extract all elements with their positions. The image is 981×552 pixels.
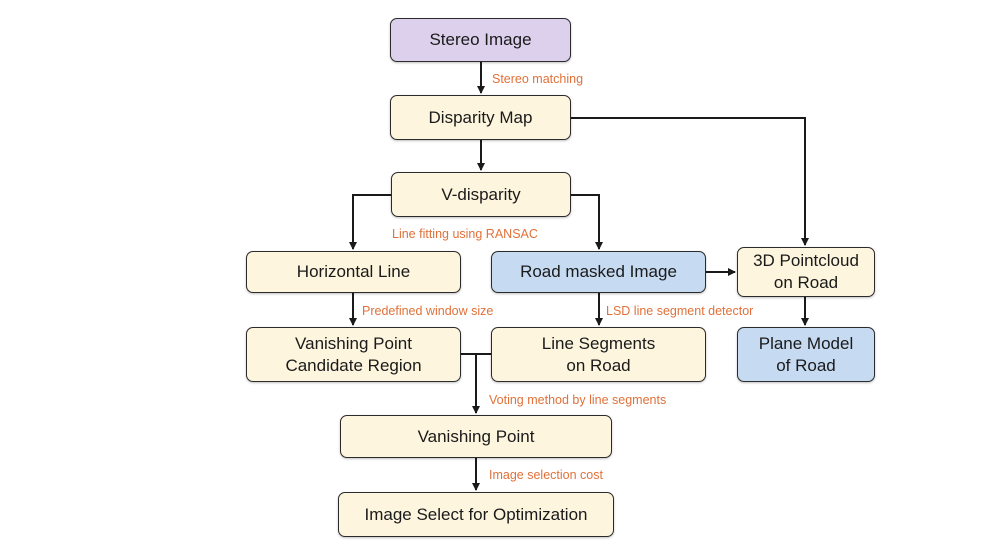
image-selection-cost-label: Image selection cost [489, 468, 603, 482]
vanishing-point-candidate-region-node: Vanishing Point Candidate Region [246, 327, 461, 382]
edge-disparity-to-pointcloud [571, 117, 809, 246]
plane-model-of-road-node: Plane Model of Road [737, 327, 875, 382]
vanishing-point-node: Vanishing Point [340, 415, 612, 458]
v-disparity-node: V-disparity [391, 172, 571, 217]
road-masked-image-node: Road masked Image [491, 251, 706, 293]
horizontal-line-node: Horizontal Line [246, 251, 461, 293]
line-fitting-label: Line fitting using RANSAC [392, 227, 538, 241]
stereo-matching-label: Stereo matching [492, 72, 584, 86]
line-segments-on-road-node: Line Segments on Road [491, 327, 706, 382]
edge-vdisparity-to-horizontal [349, 194, 391, 250]
stereo-image-node: Stereo Image [390, 18, 571, 62]
predefined-window-label: Predefined window size [362, 304, 494, 318]
lsd-detector-label: LSD line segment detector [606, 304, 754, 318]
voting-method-label: Voting method by line segments [489, 393, 667, 407]
disparity-map-node: Disparity Map [390, 95, 571, 140]
pointcloud-on-road-node: 3D Pointcloud on Road [737, 247, 875, 297]
image-select-node: Image Select for Optimization [338, 492, 614, 537]
edge-vdisparity-to-roadmasked [571, 194, 603, 250]
